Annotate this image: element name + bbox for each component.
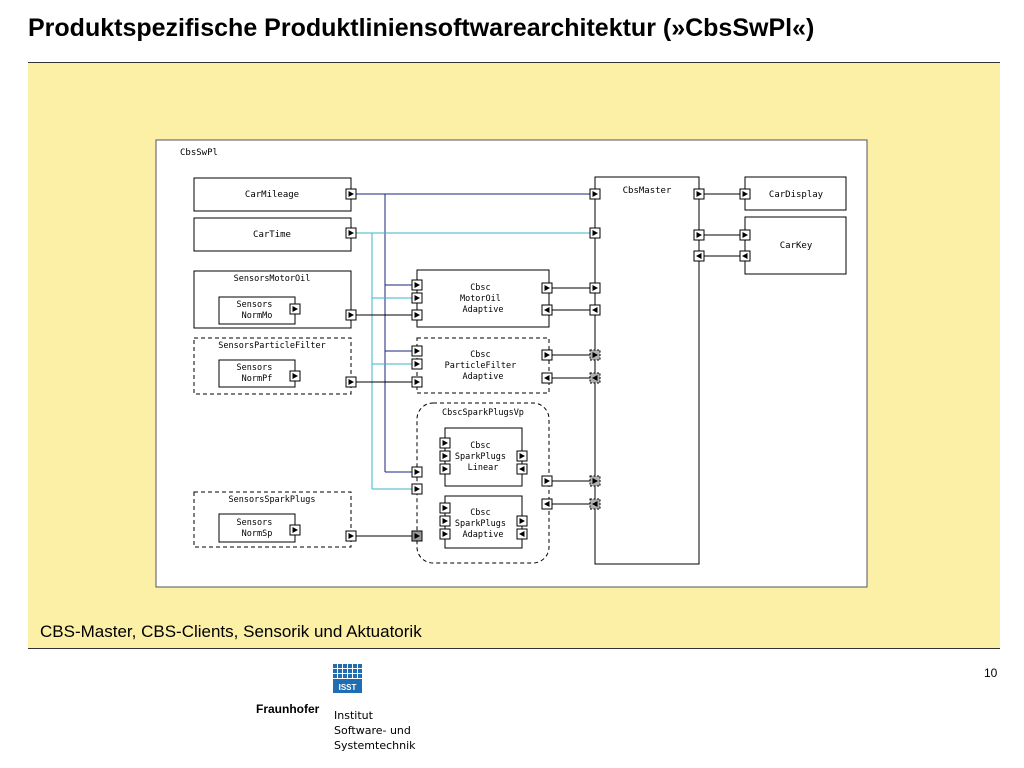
cbsc-spark-plugs-linear-label-1: Cbsc (470, 441, 490, 451)
cbsc-spark-plugs-vp-box: CbscSparkPlugsVp Cbsc SparkPlugs Linear … (416, 402, 550, 564)
slide-caption: CBS-Master, CBS-Clients, Sensorik und Ak… (40, 622, 422, 641)
logo-brand: Fraunhofer (256, 702, 320, 716)
isst-grid-icon (333, 664, 362, 693)
slide-title: Produktspezifische Produktliniensoftware… (28, 14, 815, 42)
car-key-label: CarKey (780, 241, 813, 251)
car-display-label: CarDisplay (769, 190, 824, 200)
car-display-box: CarDisplay (744, 176, 847, 211)
cbsc-motor-oil-box: Cbsc MotorOil Adaptive (416, 269, 550, 328)
svg-text:Cbsc MotorOil Adap: Cbsc MotorOil Adaptive (460, 283, 506, 315)
svg-text:Sensors NormPf: Sensors NormPf (237, 363, 278, 384)
page-number: 10 (984, 666, 998, 680)
sensors-norm-mo-label-2: NormMo (242, 311, 273, 321)
car-time-box: CarTime (193, 217, 352, 252)
sensors-norm-pf-label-2: NormPf (242, 374, 273, 384)
fraunhofer-isst-logo: ISST Fraunhofer Institut Software- und S… (256, 664, 416, 752)
car-mileage-label: CarMileage (245, 190, 299, 200)
car-time-label: CarTime (253, 230, 291, 240)
cbsc-particle-filter-box: Cbsc ParticleFilter Adaptive (416, 337, 550, 394)
cbsc-spark-plugs-linear-label-3: Linear (468, 463, 499, 473)
cbs-master-label: CbsMaster (623, 186, 672, 196)
cbs-master-box: CbsMaster (594, 176, 700, 565)
svg-text:Cbsc SparkPlugs Li: Cbsc SparkPlugs Linear (455, 441, 511, 473)
cbsc-spark-plugs-adaptive-label-3: Adaptive (463, 530, 504, 540)
logo-institute-line-1: Institut (334, 709, 374, 722)
cbsc-spark-plugs-vp-label: CbscSparkPlugsVp (442, 408, 524, 418)
connectors-cyan (356, 232, 590, 490)
svg-text:Cbsc SparkPlugs Ad: Cbsc SparkPlugs Adaptive (455, 508, 511, 540)
logo-institute-line-3: Systemtechnik (334, 739, 416, 752)
sensors-motor-oil-label: SensorsMotorOil (234, 274, 311, 284)
svg-text:Sensors NormMo: Sensors NormMo (237, 300, 278, 321)
cbsc-particle-filter-label-2: ParticleFilter (445, 361, 517, 371)
cbsc-motor-oil-label-2: MotorOil (460, 294, 501, 304)
cbsswpl-frame-label: CbsSwPl (180, 148, 218, 158)
cbsc-motor-oil-label-1: Cbsc (470, 283, 490, 293)
cbsc-spark-plugs-adaptive-label-2: SparkPlugs (455, 519, 506, 529)
sensors-norm-sp-label-2: NormSp (242, 529, 273, 539)
sensors-norm-mo-label-1: Sensors (237, 300, 273, 310)
car-key-box: CarKey (744, 216, 847, 275)
sensors-particle-filter-box: SensorsParticleFilter Sensors NormPf (193, 337, 352, 395)
logo-institute-line-2: Software- und (334, 724, 411, 737)
cbsc-spark-plugs-linear-label-2: SparkPlugs (455, 452, 506, 462)
sensors-spark-plugs-label: SensorsSparkPlugs (229, 495, 316, 505)
sensors-norm-sp-label-1: Sensors (237, 518, 273, 528)
cbsc-particle-filter-label-3: Adaptive (463, 372, 504, 382)
svg-text:Institut Software- und: Institut Software- und Systemtechnik (334, 709, 416, 752)
cbsc-motor-oil-label-3: Adaptive (463, 305, 504, 315)
cbsc-particle-filter-label-1: Cbsc (470, 350, 490, 360)
cbsc-spark-plugs-adaptive-label-1: Cbsc (470, 508, 490, 518)
connectors-dark (356, 193, 590, 473)
sensors-particle-filter-label: SensorsParticleFilter (218, 341, 325, 351)
sensors-spark-plugs-box: SensorsSparkPlugs Sensors NormSp (193, 491, 352, 548)
logo-badge: ISST (339, 683, 357, 692)
sensors-norm-pf-label-1: Sensors (237, 363, 273, 373)
svg-text:Cbsc ParticleFilter: Cbsc ParticleFilter Adaptive (445, 350, 522, 382)
car-mileage-box: CarMileage (193, 177, 352, 212)
sensors-motor-oil-box: SensorsMotorOil Sensors NormMo (193, 270, 352, 329)
svg-text:Sensors NormSp: Sensors NormSp (237, 518, 278, 539)
